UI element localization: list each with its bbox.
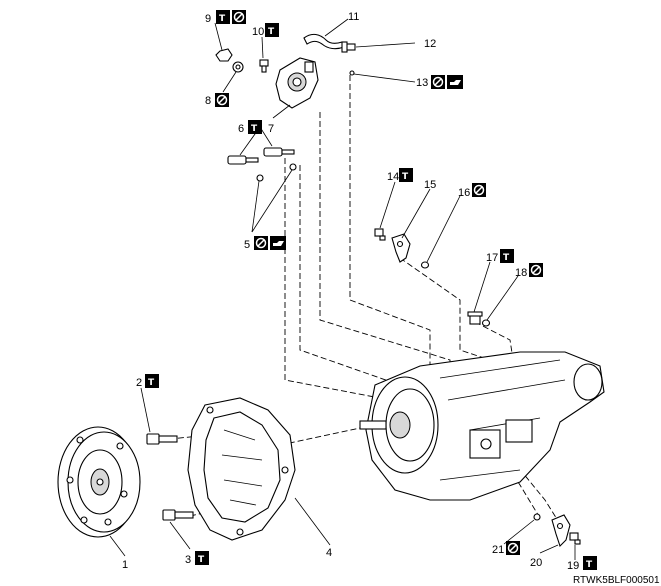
gasket-part [481,319,491,327]
callout-18: 18 [515,267,527,279]
non-reusable-icon [215,93,229,107]
transmission-housing-part [187,397,296,541]
non-reusable-icon [232,10,246,24]
torque-icon: T [399,168,413,182]
svg-text:T: T [148,378,155,388]
bolt-part [162,509,194,521]
torque-icon: T [195,551,209,565]
callout-6: 6 [238,123,244,135]
svg-text:T: T [402,172,409,182]
non-reusable-icon [529,263,543,277]
callout-12: 12 [424,38,436,50]
breather-plug-part [341,41,356,53]
callout-5: 5 [244,239,250,251]
torque-icon: T [500,249,514,263]
callout-17: 17 [486,252,498,264]
callout-11: 11 [348,11,359,23]
speed-sensor-part [391,233,411,263]
callout-9: 9 [205,13,211,25]
non-reusable-icon [431,75,445,89]
nut-part [215,48,233,62]
torque-icon: T [216,10,230,24]
torque-icon: T [583,556,597,570]
torque-icon: T [145,374,159,388]
bolt-part [146,433,178,445]
bolt-part [259,59,269,73]
plug-part [467,311,483,325]
svg-text:T: T [586,560,593,570]
non-reusable-icon [472,183,486,197]
svg-text:T: T [219,14,226,24]
torque-converter-part [57,426,141,538]
transmission-case-part [359,351,605,501]
oil-can-icon [447,75,463,89]
leader-lines [109,18,576,560]
callout-21: 21 [492,544,504,556]
bolt-part [569,532,581,545]
callout-8: 8 [205,95,211,107]
bolt-part [374,228,386,241]
callout-14: 14 [387,171,399,183]
o-ring-part [256,163,297,182]
callout-16: 16 [458,187,470,199]
svg-text:T: T [268,27,275,37]
spec-symbols: T T T T T T T T [145,10,597,570]
torque-icon: T [265,23,279,37]
gasket-part [232,61,244,73]
callout-20: 20 [530,557,542,569]
callout-10: 10 [252,26,264,38]
callout-15: 15 [424,179,436,191]
torque-icon: T [248,120,262,134]
svg-text:T: T [251,124,258,134]
control-module-part [275,57,319,109]
oil-can-icon [270,236,286,250]
non-reusable-icon [506,541,520,555]
callout-19: 19 [567,560,579,572]
o-ring-part [533,513,541,521]
callout-labels: 1 2 3 4 5 6 7 8 9 10 11 12 13 14 15 16 1… [122,11,579,572]
connector-part [227,147,295,165]
callout-2: 2 [136,377,142,389]
callout-3: 3 [185,554,191,566]
o-ring-part [349,70,355,76]
svg-text:T: T [198,555,205,565]
callout-7: 7 [268,123,274,135]
callout-4: 4 [326,547,332,559]
svg-text:T: T [503,253,510,263]
callout-13: 13 [416,77,428,89]
non-reusable-icon [254,236,268,250]
drawing-reference-id: RTWK5BLF000501 [573,575,660,586]
speed-sensor-part [551,514,571,548]
o-ring-part [420,261,430,269]
breather-hose-part [303,33,345,50]
callout-1: 1 [122,559,128,571]
